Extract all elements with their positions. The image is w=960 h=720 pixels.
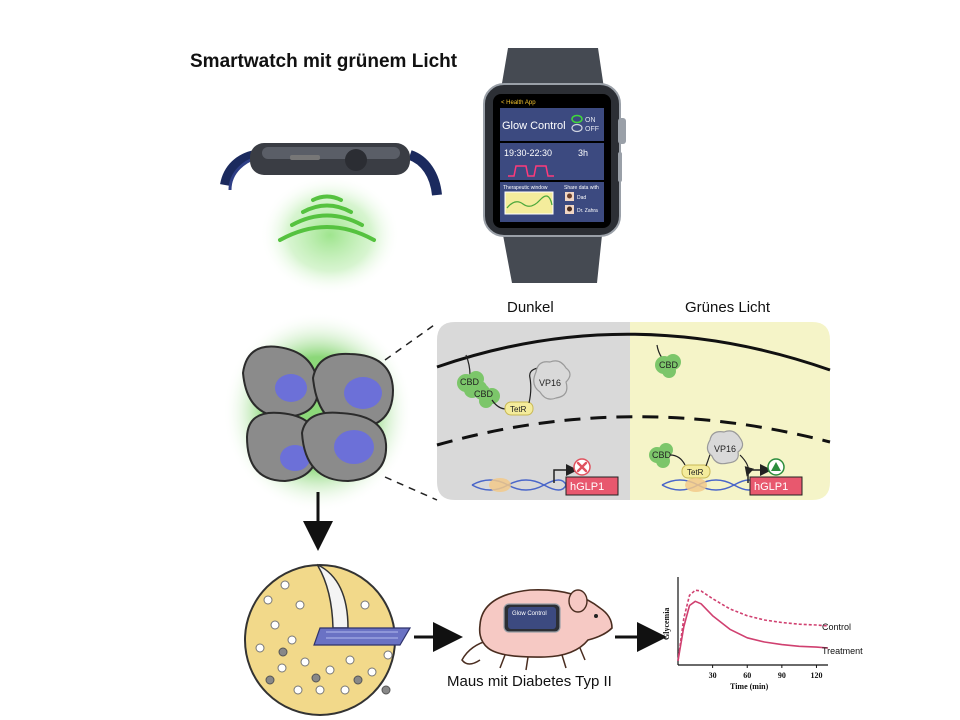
blocked-icon [573, 458, 591, 476]
gene-label-dark: hGLP1 [570, 481, 604, 493]
nuclear-membrane [436, 415, 831, 447]
released-cbd: CBD [655, 344, 681, 378]
expression-icon [767, 458, 785, 476]
band-watch-side-view [220, 143, 442, 295]
zoom-lines [384, 322, 438, 501]
therapeutic-window-label: Therapeutic window [503, 185, 548, 191]
vp16-domain-light [706, 430, 744, 465]
back-link[interactable]: < Health App [501, 100, 536, 106]
cell-membrane [436, 332, 831, 372]
cbd-domain [474, 384, 500, 408]
mouse: Glow Control [461, 589, 613, 671]
toggle-switch[interactable] [571, 114, 583, 133]
x-tick-label: 120 [810, 671, 822, 680]
mouse-caption: Maus mit Diabetes Typ II [447, 673, 612, 690]
x-tick-label: 30 [709, 671, 717, 680]
toggle-on-label: ON [585, 117, 596, 124]
dark-complex: CBD CBD TetR VP16 [457, 354, 571, 416]
time-range: 19:30-22:30 [504, 148, 552, 158]
toggle-off-label: OFF [585, 126, 599, 133]
gene-box-light [749, 476, 803, 496]
panel-heading-dark: Dunkel [507, 299, 554, 316]
green-light-waves [278, 194, 376, 242]
glycemia-chart: Glycemia Time (min) 30 60 90 120 Control Tr… [662, 577, 863, 691]
cell-cluster [223, 312, 413, 512]
cbd-label-1: CBD [460, 377, 480, 387]
cbd-label-2: CBD [474, 389, 494, 399]
panel-dark [437, 322, 632, 500]
series-line-treatment [677, 600, 829, 661]
contact-name-1[interactable]: Dad [577, 195, 586, 201]
x-tick-label: 90 [778, 671, 786, 680]
mouse-device-label: Glow Control [512, 611, 547, 617]
panel-heading-light: Grünes Licht [685, 299, 771, 316]
cbd-released-label: CBD [659, 360, 679, 370]
schedule-pulse-graph [508, 165, 554, 177]
tetr-domain [504, 401, 534, 416]
gene-box-dark [565, 476, 619, 496]
series-line-control [677, 589, 829, 661]
therapeutic-window-chart [504, 191, 554, 215]
app-title: Glow Control [502, 120, 566, 132]
share-data-label: Share data with [564, 185, 599, 191]
vp16-label-light: VP16 [714, 444, 736, 454]
gene-label-light: hGLP1 [754, 481, 788, 493]
y-axis-label: Glycemia [662, 608, 671, 640]
vp16-domain [533, 360, 571, 400]
legend-treatment: Treatment [822, 646, 863, 656]
x-axis-label: Time (min) [730, 682, 769, 691]
watch-screen: < Health App Glow Control ON OFF 19:30-2… [500, 100, 604, 222]
duration: 3h [578, 148, 588, 158]
figure-title: Smartwatch mit grünem Licht [190, 51, 458, 72]
implant-capsule [244, 563, 412, 716]
tetr-label: TetR [510, 405, 527, 414]
contact-name-2[interactable]: Dr. Zahra [577, 208, 598, 214]
dna-strand [471, 478, 567, 492]
x-tick-label: 60 [743, 671, 751, 680]
vp16-label: VP16 [539, 378, 561, 388]
tetr-label-light: TetR [687, 468, 704, 477]
panel-light [630, 322, 830, 500]
cbd-label-light: CBD [652, 450, 672, 460]
legend-control: Control [822, 622, 851, 632]
